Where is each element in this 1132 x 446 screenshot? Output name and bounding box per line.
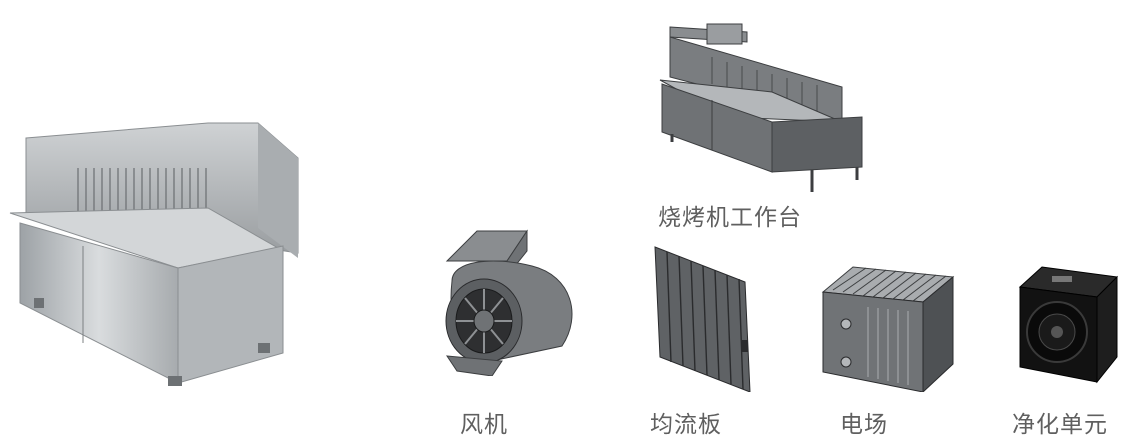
caption-purifier-unit: 净化单元 [1012,412,1108,438]
caption-fan: 风机 [460,412,508,438]
purifier-unit-cad [1018,266,1119,384]
electric-field-cad [821,266,955,392]
bbq-workstation-cad [659,23,863,192]
caption-workstation: 烧烤机工作台 [658,205,802,231]
bbq-workstation-photo [9,122,299,386]
caption-baffle: 均流板 [650,412,722,438]
baffle-plate-cad [654,246,751,392]
caption-electric-field: 电场 [840,412,888,438]
fan-cad [445,229,573,376]
